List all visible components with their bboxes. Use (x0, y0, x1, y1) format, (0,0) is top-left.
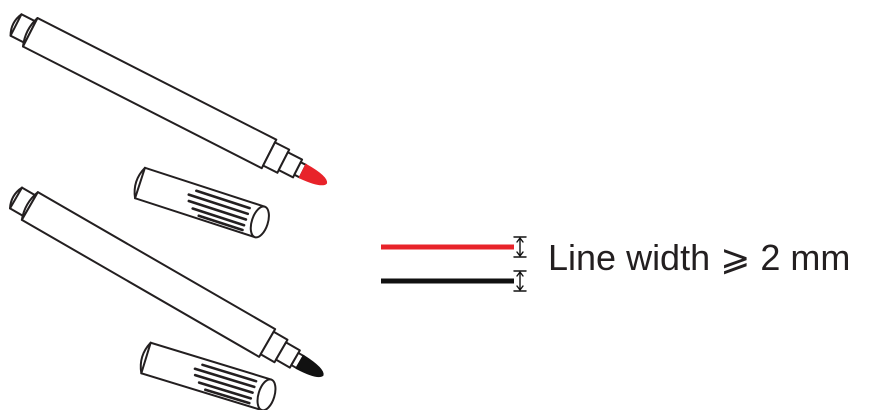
width-dimension-marker (513, 236, 527, 292)
red-marker-pen-icon (9, 13, 328, 186)
caption-value: 2 mm (760, 237, 851, 278)
line-width-caption: Line width ⩾ 2 mm (548, 240, 850, 276)
caption-label: Line width (548, 237, 711, 278)
greater-equal-symbol: ⩾ (720, 237, 751, 278)
black-marker-cap-icon (139, 341, 277, 410)
black-tip (295, 354, 324, 378)
red-tip (298, 163, 328, 186)
red-marker-cap-icon (133, 166, 270, 239)
black-marker-pen-icon (9, 186, 324, 378)
